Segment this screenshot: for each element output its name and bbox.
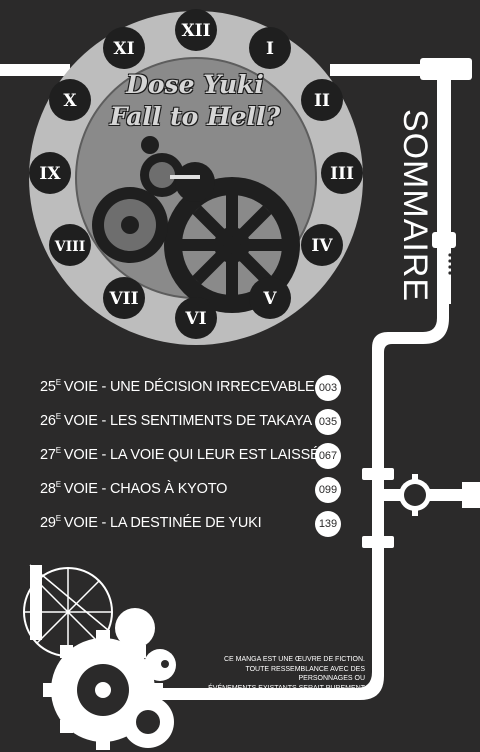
toc-page-number: 067 xyxy=(315,443,341,469)
numeral-xii: XII xyxy=(181,21,210,41)
clock-numeral-discs xyxy=(29,9,363,339)
numeral-x: X xyxy=(63,91,77,111)
numeral-iv: IV xyxy=(311,236,333,256)
toc-page-number: 099 xyxy=(315,477,341,503)
sommaire-heading-wrap: SOMMAIRE xyxy=(385,108,445,301)
clock-gears xyxy=(92,136,300,313)
disclaimer-line: ÉVÉNEMENTS EXISTANTS SERAIT PUREMENT FOR… xyxy=(208,684,365,702)
numeral-i: I xyxy=(266,39,274,59)
sommaire-heading: SOMMAIRE xyxy=(396,108,435,302)
manga-title-line2: Fall to Hell? xyxy=(109,102,281,131)
pipes xyxy=(0,58,480,700)
toc-page-number: 139 xyxy=(315,511,341,537)
pipe-rivets xyxy=(448,253,452,275)
numeral-viii: VIII xyxy=(54,239,86,255)
bottom-gears xyxy=(23,564,176,750)
toc-page-number: 035 xyxy=(315,409,341,435)
numeral-ix: IX xyxy=(39,164,61,184)
disclaimer-line: TOUTE RESSEMBLANCE AVEC DES PERSONNAGES … xyxy=(245,665,365,683)
numeral-ii: II xyxy=(314,91,330,111)
manga-title-line1: Dose Yuki xyxy=(126,70,264,99)
numeral-iii: III xyxy=(330,164,354,184)
numeral-vi: VI xyxy=(184,309,206,329)
fiction-disclaimer: CE MANGA EST UNE ŒUVRE DE FICTION. TOUTE… xyxy=(200,655,365,703)
disclaimer-line: CE MANGA EST UNE ŒUVRE DE FICTION. xyxy=(223,656,365,663)
numeral-xi: XI xyxy=(113,39,134,59)
pipe-valve-gear xyxy=(394,474,436,516)
numeral-vii: VII xyxy=(108,289,138,309)
numeral-v: V xyxy=(262,289,277,309)
toc-page-number: 003 xyxy=(315,375,341,401)
